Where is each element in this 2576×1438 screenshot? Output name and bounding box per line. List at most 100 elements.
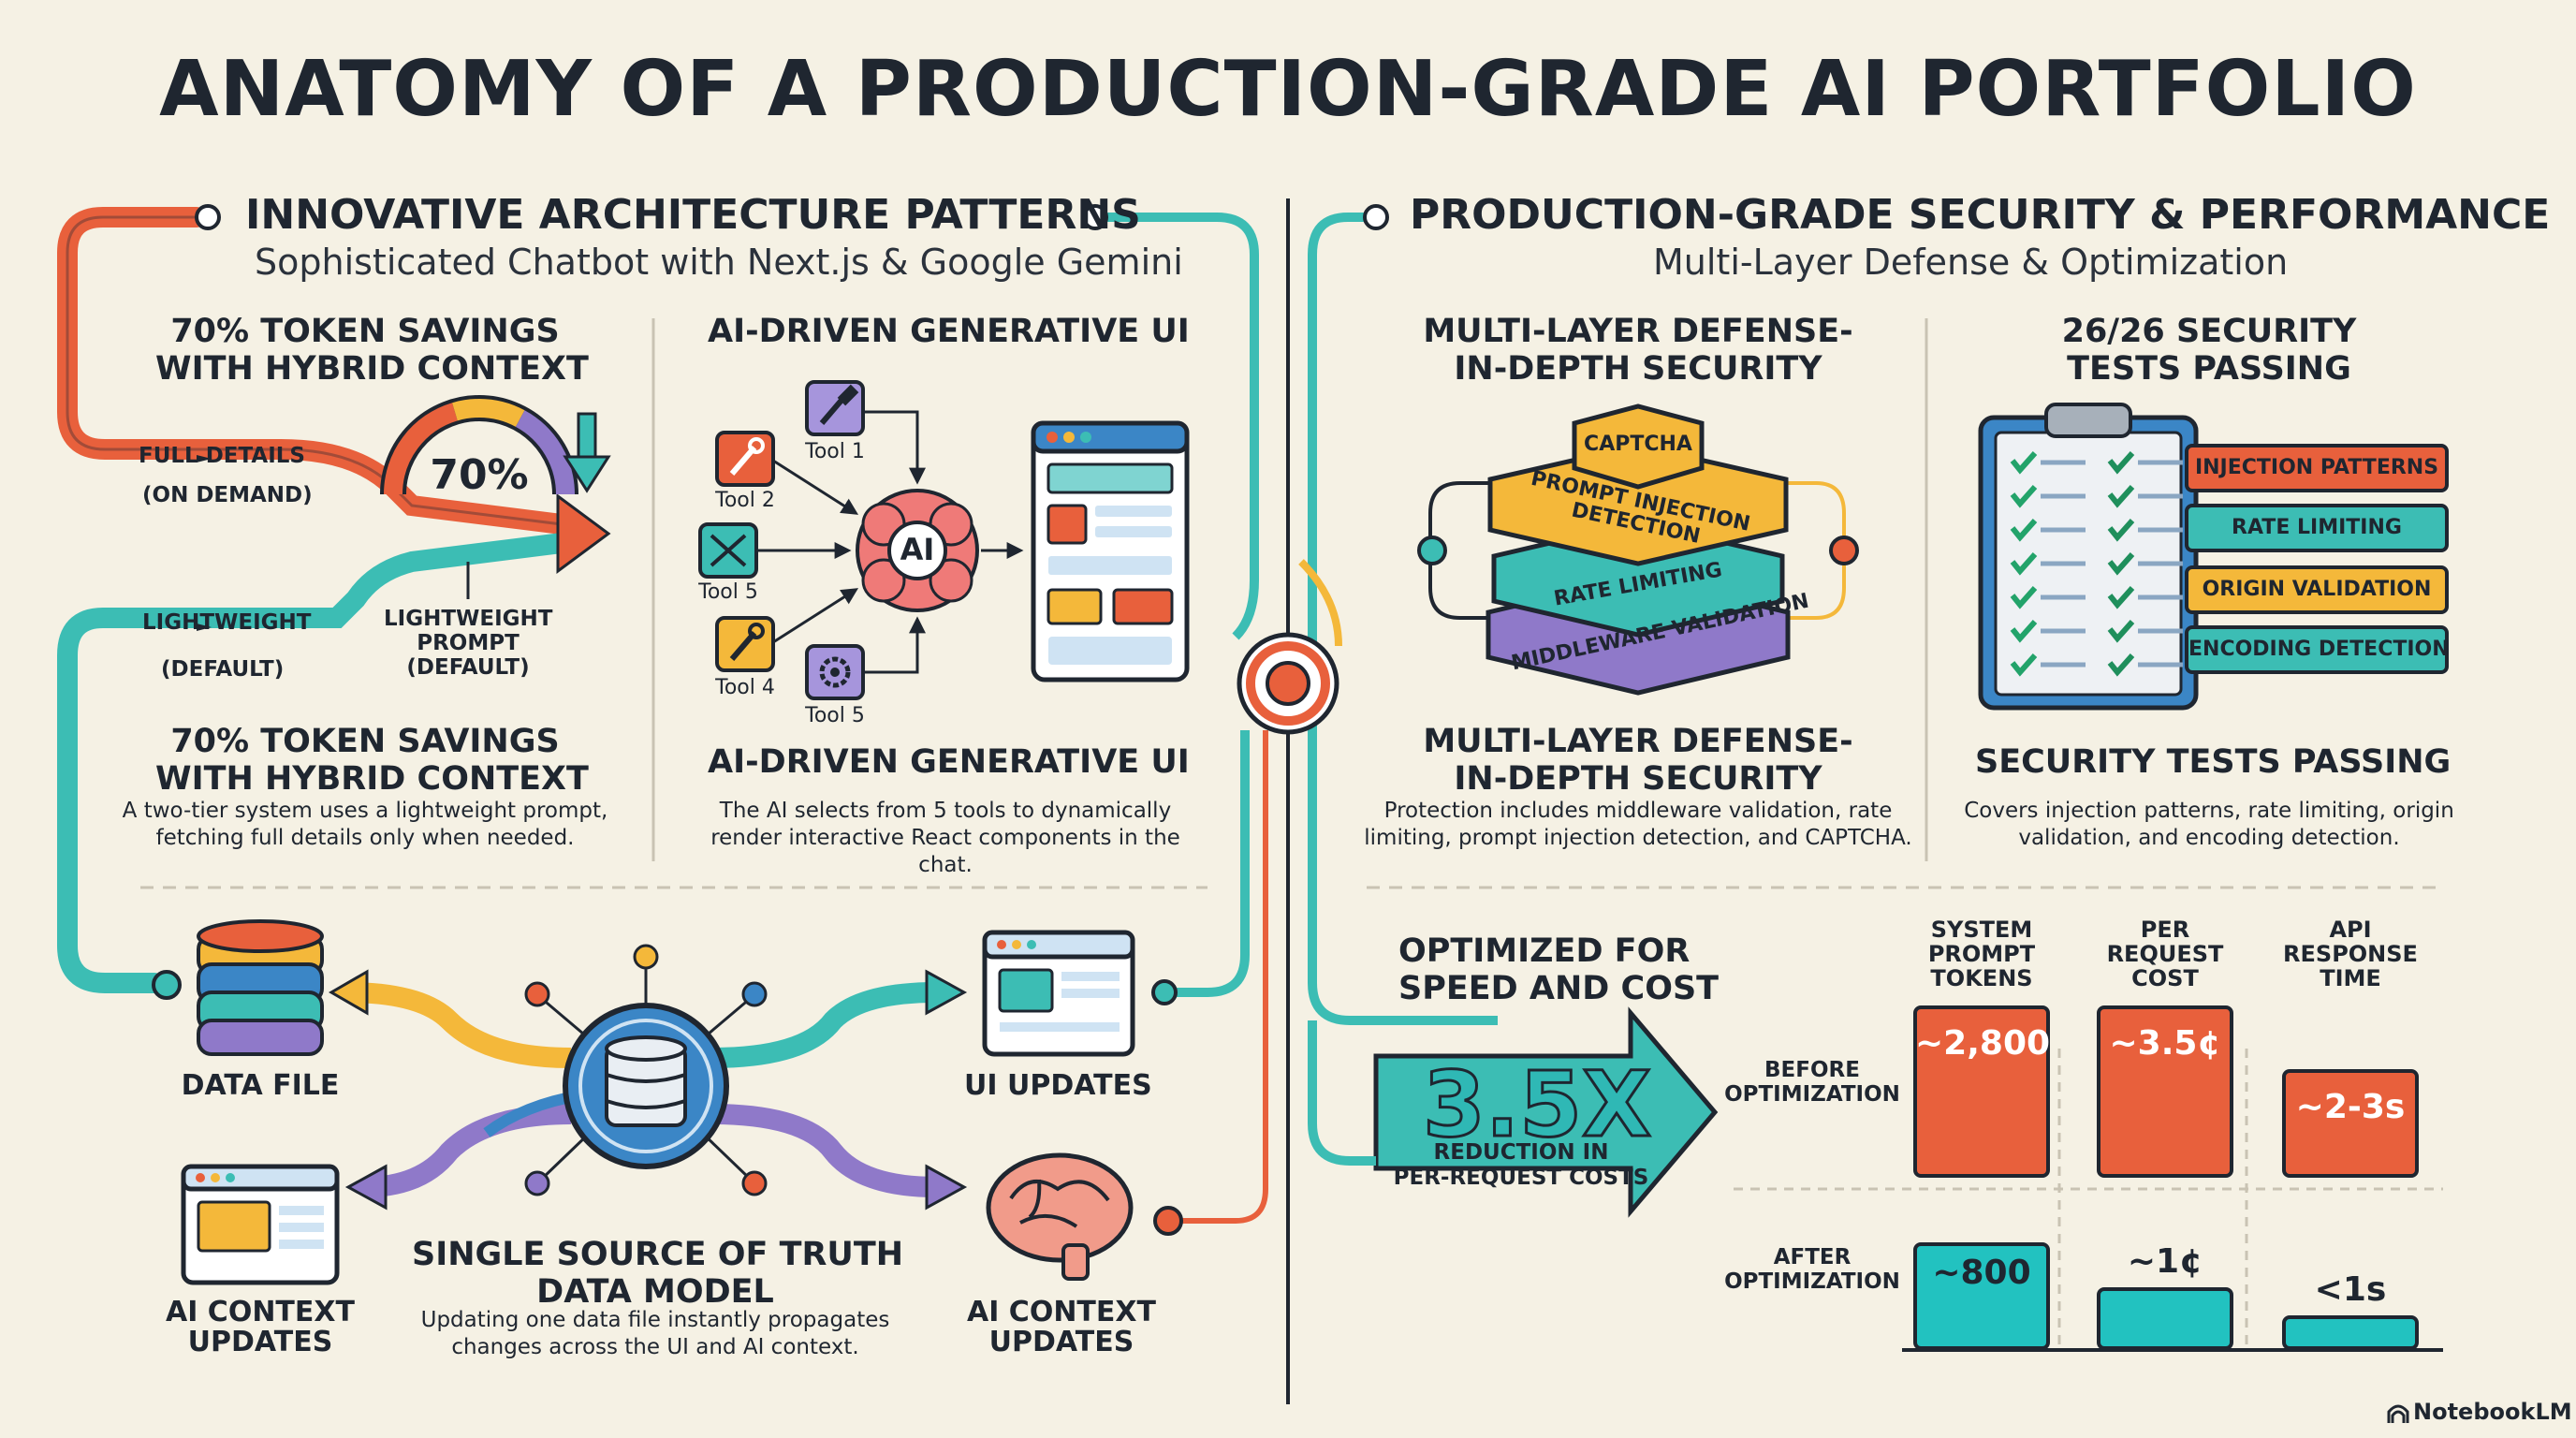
down-arrow-icon	[563, 412, 611, 493]
check-icon	[2107, 653, 2135, 677]
optimization-bar-chart	[1734, 1005, 2443, 1352]
right-section-subheading: Multi-Layer Defense & Optimization	[1653, 242, 2289, 283]
test-tag: ENCODING DETECTION	[2185, 625, 2450, 674]
orange-connector-bottom	[1179, 730, 1268, 1224]
tool-1-label: Tool 1	[805, 440, 865, 463]
teal-connector-bottom	[1161, 730, 1250, 997]
ssot-description: Updating one data file instantly propaga…	[420, 1308, 890, 1359]
defense-layer-captcha	[1572, 404, 1705, 490]
data-file-label: DATA FILE	[181, 1069, 340, 1102]
left-section-subheading: Sophisticated Chatbot with Next.js & Goo…	[255, 242, 1183, 283]
check-icon	[2010, 451, 2038, 475]
tool-5-icon	[698, 522, 758, 579]
bar-before	[1913, 1005, 2050, 1178]
orange-flow-line-outline	[66, 215, 563, 526]
page-title: ANATOMY OF A PRODUCTION-GRADE AI PORTFOL…	[159, 45, 2417, 134]
brain-ai-icon	[856, 489, 979, 612]
tool-4-icon	[715, 616, 775, 672]
teal-connector-right-side	[1308, 213, 1498, 1025]
defense-side-rails	[1417, 481, 1859, 620]
check-icon	[2010, 519, 2038, 542]
lightweight-label: LIGHTWEIGHT	[142, 610, 312, 635]
arrow-to-ai-context-right	[925, 1164, 968, 1211]
bar-before	[2097, 1005, 2233, 1178]
tool-2-icon	[715, 431, 775, 487]
check-icon	[2010, 620, 2038, 643]
orange-flow-line	[57, 207, 572, 535]
arrow-to-ai-context-left	[344, 1164, 388, 1211]
token-savings-description: A two-tier system uses a lightweight pro…	[122, 799, 608, 850]
teal-connector-right	[1097, 213, 1259, 640]
defense-bottom-title: MULTI-LAYER DEFENSE-IN-DEPTH SECURITY	[1423, 723, 1853, 798]
checklist-rows	[2010, 451, 2183, 677]
genui-top-title: AI-DRIVEN GENERATIVE UI	[708, 313, 1190, 350]
hub-spokes	[524, 944, 768, 1196]
on-demand-label: (ON DEMAND)	[142, 483, 313, 507]
test-tag: ORIGIN VALIDATION	[2185, 565, 2449, 614]
check-icon	[2107, 485, 2135, 508]
left-heading-end-dot	[1082, 204, 1108, 230]
tests-bottom-title: SECURITY TESTS PASSING	[1975, 743, 2452, 781]
right-section-heading: PRODUCTION-GRADE SECURITY & PERFORMANCE	[1410, 191, 2551, 239]
check-icon	[2010, 653, 2038, 677]
bar-value-label: ~2-3s	[2295, 1088, 2406, 1126]
bar-after	[2097, 1287, 2233, 1350]
bar-value-label: ~800	[1932, 1254, 2031, 1292]
default-label: (DEFAULT)	[161, 657, 285, 682]
notebooklm-logo-icon	[2387, 1404, 2409, 1423]
arrow-to-data-file	[329, 969, 369, 1016]
bar-after	[2282, 1315, 2419, 1350]
center-hub	[1237, 632, 1339, 735]
tool-5-label: Tool 5	[698, 580, 758, 604]
defense-top-title: MULTI-LAYER DEFENSE-IN-DEPTH SECURITY	[1423, 313, 1853, 388]
bar-after	[1913, 1242, 2050, 1350]
bar-value-label: <1s	[2314, 1270, 2387, 1309]
bar-value-label: ~2,800	[1915, 1024, 2051, 1063]
bar-value-label: ~3.5¢	[2109, 1024, 2221, 1063]
tests-description: Covers injection patterns, rate limiting…	[1964, 799, 2454, 850]
right-heading-dot	[1363, 204, 1389, 230]
check-icon	[2107, 451, 2135, 475]
layer-captcha-label: CAPTCHA	[1584, 433, 1692, 456]
data-file-db-icon	[197, 919, 324, 1056]
tool-arrows	[758, 410, 1024, 674]
defense-description: Protection includes middleware validatio…	[1364, 799, 1912, 850]
tool-2-label: Tool 2	[715, 489, 775, 512]
tool-1-icon	[805, 380, 865, 436]
left-heading-dot	[195, 204, 221, 230]
check-icon	[2010, 586, 2038, 609]
left-section-heading: INNOVATIVE ARCHITECTURE PATTERNS	[245, 191, 1141, 239]
check-icon	[2107, 586, 2135, 609]
tool-5-second-label: Tool 5	[805, 704, 865, 727]
ai-context-brain-icon	[986, 1152, 1134, 1281]
genui-description: The AI selects from 5 tools to dynamical…	[710, 799, 1180, 877]
ui-updates-label: UI UPDATES	[964, 1069, 1152, 1102]
bar-value-label: ~1¢	[2127, 1242, 2203, 1281]
teal-endpoint-dot	[152, 970, 182, 1000]
tool-4-label: Tool 4	[715, 676, 775, 699]
full-details-label: FULL DETAILS	[139, 444, 305, 468]
ssot-database-hub-icon	[563, 1003, 729, 1169]
main-arrow-head	[556, 493, 611, 574]
test-tag: INJECTION PATTERNS	[2185, 444, 2449, 492]
check-icon	[2107, 552, 2135, 576]
arrow-to-ui-updates	[925, 969, 968, 1016]
generated-ui-window	[1031, 420, 1190, 682]
footer-brand: NotebookLM	[2413, 1399, 2572, 1425]
check-icon	[2107, 620, 2135, 643]
check-icon	[2107, 519, 2135, 542]
check-icon	[2010, 552, 2038, 576]
